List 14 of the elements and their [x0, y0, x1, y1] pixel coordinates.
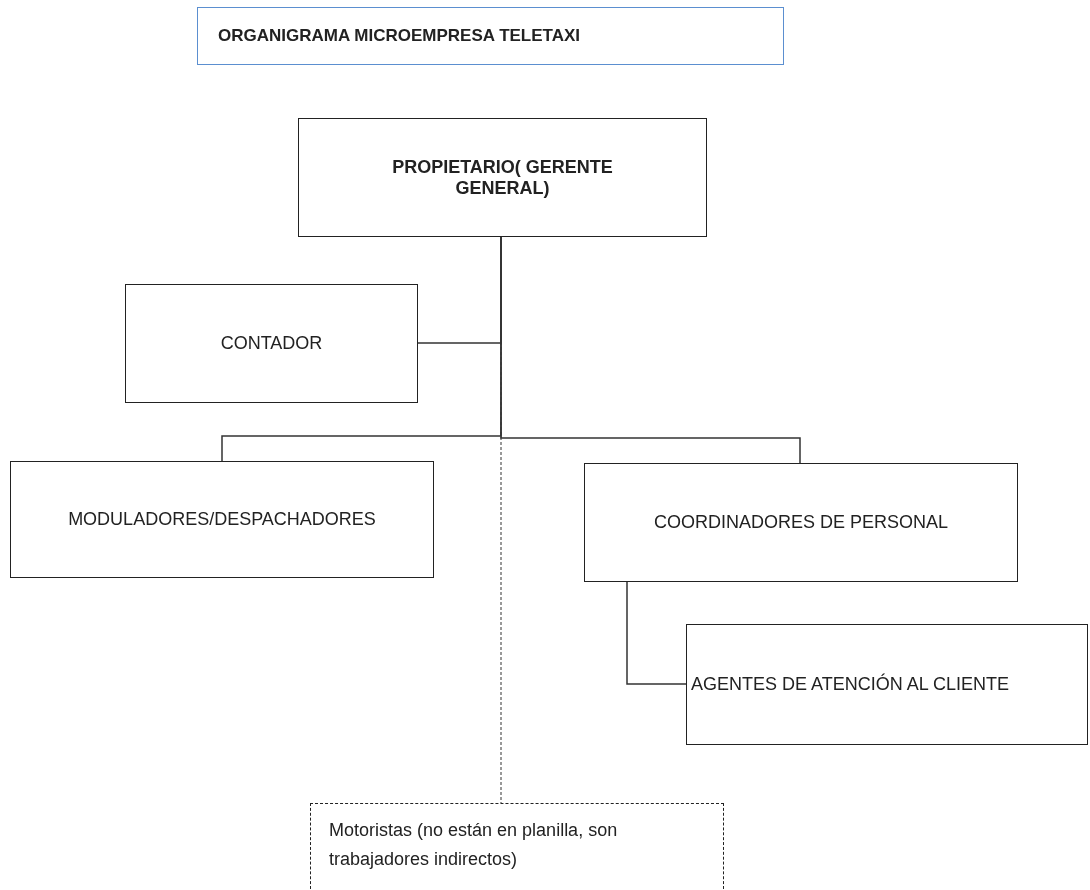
box-label: Motoristas (no están en planilla, son trabajadores indirectos)	[329, 819, 619, 871]
org-box	[10, 461, 434, 578]
org-box	[584, 463, 1018, 582]
box-label: CONTADOR	[220, 333, 323, 354]
title: ORGANIGRAMA MICROEMPRESA TELETAXI	[218, 26, 581, 46]
connector-line	[626, 581, 687, 685]
dashed-box	[310, 803, 724, 889]
box-label: COORDINADORES DE PERSONAL	[653, 512, 949, 533]
org-box	[686, 624, 1088, 745]
box-label: PROPIETARIO( GERENTE GENERAL)	[391, 156, 614, 199]
box-label: MODULADORES/DESPACHADORES	[68, 509, 376, 530]
org-box	[298, 118, 707, 237]
box-label: AGENTES DE ATENCIÓN AL CLIENTE	[691, 674, 1010, 695]
org-box	[125, 284, 418, 403]
